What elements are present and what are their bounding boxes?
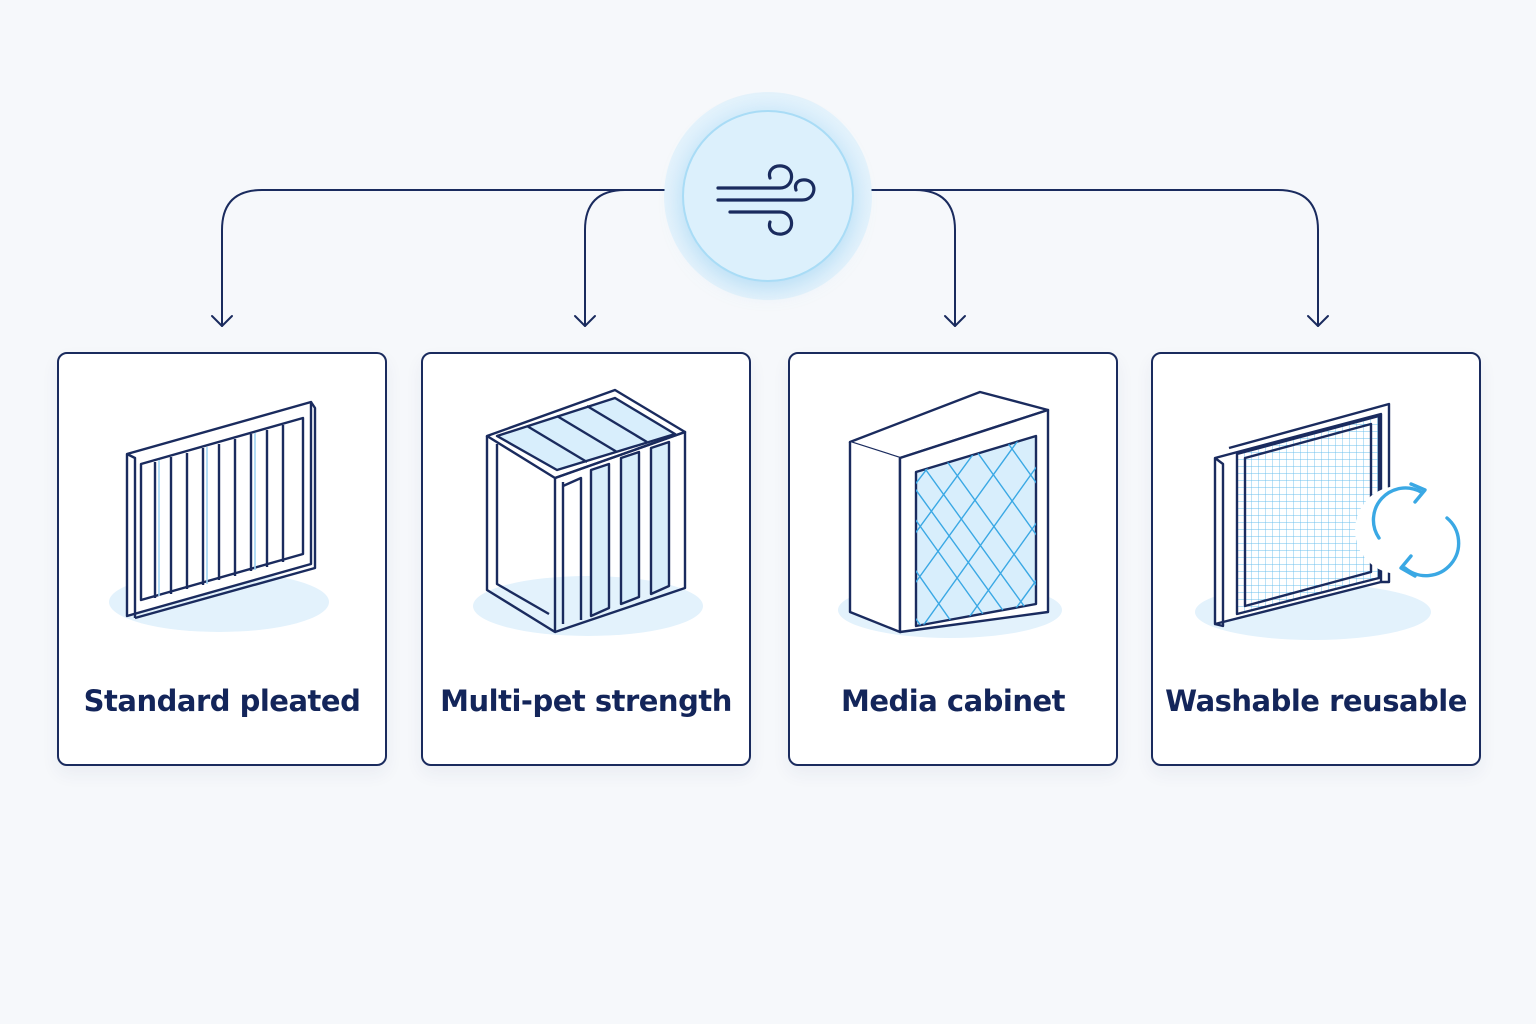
airflow-hub: [682, 110, 854, 282]
card-label: Multi-pet strength: [440, 684, 732, 718]
card-standard-pleated[interactable]: Standard pleated: [57, 352, 387, 766]
card-washable-reusable[interactable]: Washable reusable: [1151, 352, 1481, 766]
arrowhead-standard-pleated: [211, 315, 233, 327]
arrowhead-media-cabinet: [944, 315, 966, 327]
pleated-filter-icon: [109, 400, 329, 632]
wind-icon: [716, 164, 816, 236]
card-multi-pet-strength[interactable]: Multi-pet strength: [421, 352, 751, 766]
connector-media-cabinet: [871, 189, 956, 327]
arrowhead-multi-pet: [574, 315, 596, 327]
media-cabinet-icon: [838, 390, 1062, 638]
card-label: Standard pleated: [83, 684, 361, 718]
bag-filter-icon: [473, 388, 703, 636]
card-label: Washable reusable: [1165, 684, 1467, 718]
arrowhead-washable: [1307, 315, 1329, 327]
refresh-icon: [1371, 482, 1461, 578]
connector-multi-pet: [584, 189, 665, 327]
washable-filter-icon: [1195, 402, 1461, 640]
card-label: Media cabinet: [840, 684, 1066, 718]
connector-washable: [871, 189, 1319, 327]
card-media-cabinet[interactable]: Media cabinet: [788, 352, 1118, 766]
connector-standard-pleated: [221, 189, 665, 327]
